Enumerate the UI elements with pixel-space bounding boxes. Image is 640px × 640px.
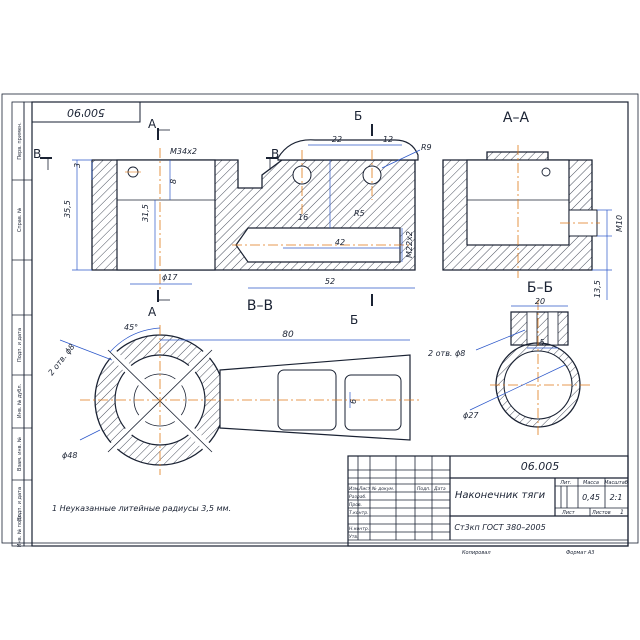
tb-row-approved: Утв. [349, 534, 358, 540]
title-section-aa: А–А [503, 110, 530, 126]
label-cut-b-top: Б [354, 109, 362, 123]
dim-8: 8 [169, 179, 178, 184]
title-section-vv: В–В [247, 298, 273, 314]
dim-13-5: 13,5 [593, 280, 602, 298]
dim-phi27: ϕ27 [463, 411, 479, 420]
tb-scale-header: Масштаб [604, 480, 628, 486]
dim-thread-m22: М22х2 [405, 231, 414, 258]
tb-col-doc: № докум. [371, 486, 394, 492]
section-vv-dimensions [59, 327, 410, 441]
tb-part-name: Наконечник тяги [455, 490, 546, 501]
dim-holes-phi8-b: 2 отв. ϕ8 [428, 349, 465, 358]
tb-scale: 2:1 [610, 493, 623, 502]
tb-row-developer: Разраб. [349, 494, 367, 500]
tb-sheet-label: Лист [561, 510, 576, 516]
dim-r9: R9 [421, 143, 432, 152]
label-cut-a-bottom: А [148, 305, 157, 319]
section-bb-view [490, 300, 590, 435]
dim-phi17: ϕ17 [162, 273, 178, 282]
side-label-0: Перв. примен. [17, 122, 23, 160]
dim-20: 20 [535, 297, 545, 306]
label-cut-a-top: А [148, 117, 157, 131]
section-aa-dimensions [592, 209, 612, 300]
cut-markers [40, 124, 373, 306]
side-label-5: Подп. и дата [17, 487, 23, 521]
dim-3: 3 [73, 163, 82, 168]
dim-thread-m34: М34х2 [170, 147, 197, 156]
section-vv-view [80, 325, 420, 475]
dim-r5: R5 [354, 209, 365, 218]
tb-col-sign: Подп. [417, 486, 431, 492]
tb-col-date: Дата [433, 486, 446, 492]
tb-doc-number: 06.005 [521, 460, 560, 473]
dim-12: 12 [383, 135, 393, 144]
section-aa-view [442, 145, 600, 278]
tb-lit-header: Лит. [559, 480, 572, 486]
dim-angle-45: 45° [124, 323, 138, 332]
tb-sheets-count: 1 [620, 509, 624, 516]
side-label-6: Инв. № подл. [17, 512, 23, 547]
tb-material: Ст3кп ГОСТ 380–2005 [454, 523, 545, 532]
tb-sheets-label: Листов [591, 510, 611, 516]
side-label-2: Подп. и дата [17, 328, 23, 362]
dim-thread-m10: М10 [615, 215, 624, 232]
dim-6: 6 [349, 399, 358, 404]
title-section-bb: Б–Б [527, 280, 553, 296]
stamp-code: 500'90 [67, 106, 105, 119]
tb-mass-header: Масса [583, 480, 599, 486]
dim-22: 22 [332, 135, 342, 144]
outer-frame [1, 93, 639, 544]
technical-note: 1 Неуказанные литейные радиусы 3,5 мм. [52, 504, 231, 513]
label-cut-v-right: В [271, 147, 279, 161]
tb-row-ncontrol: Н.контр. [349, 526, 369, 532]
tb-col-list: Лист [358, 486, 371, 492]
dim-phi48: ϕ48 [62, 451, 77, 460]
tb-format: Формат А3 [566, 550, 594, 556]
label-cut-b-bottom: Б [350, 313, 358, 327]
tb-row-tcontrol: Т.контр. [349, 510, 369, 516]
dim-16: 16 [298, 213, 308, 222]
tb-copied: Копировал [462, 550, 491, 556]
side-label-4: Взам. инв. № [17, 436, 23, 471]
tb-row-checker: Пров. [349, 502, 362, 508]
dim-42: 42 [335, 238, 345, 247]
dim-5: 5 [539, 338, 544, 347]
main-view-dimensions [72, 144, 421, 289]
dim-31-5: 31,5 [141, 204, 150, 222]
tb-mass: 0,45 [582, 493, 600, 502]
label-cut-v-left: В [33, 147, 41, 161]
dim-holes-phi8-side: 2 отв. ϕ8 [46, 342, 76, 377]
section-bb-dimensions [469, 305, 568, 411]
dim-52: 52 [325, 277, 335, 286]
dim-80: 80 [282, 330, 294, 340]
title-block [347, 455, 629, 547]
side-label-1: Справ. № [17, 207, 23, 232]
dim-35-5: 35,5 [63, 200, 72, 218]
side-label-3: Инв. № дубл. [17, 383, 23, 418]
side-strip: Перв. примен. Справ. № Подп. и дата Инв.… [11, 101, 33, 547]
tb-col-izm: Изм. [349, 486, 360, 492]
